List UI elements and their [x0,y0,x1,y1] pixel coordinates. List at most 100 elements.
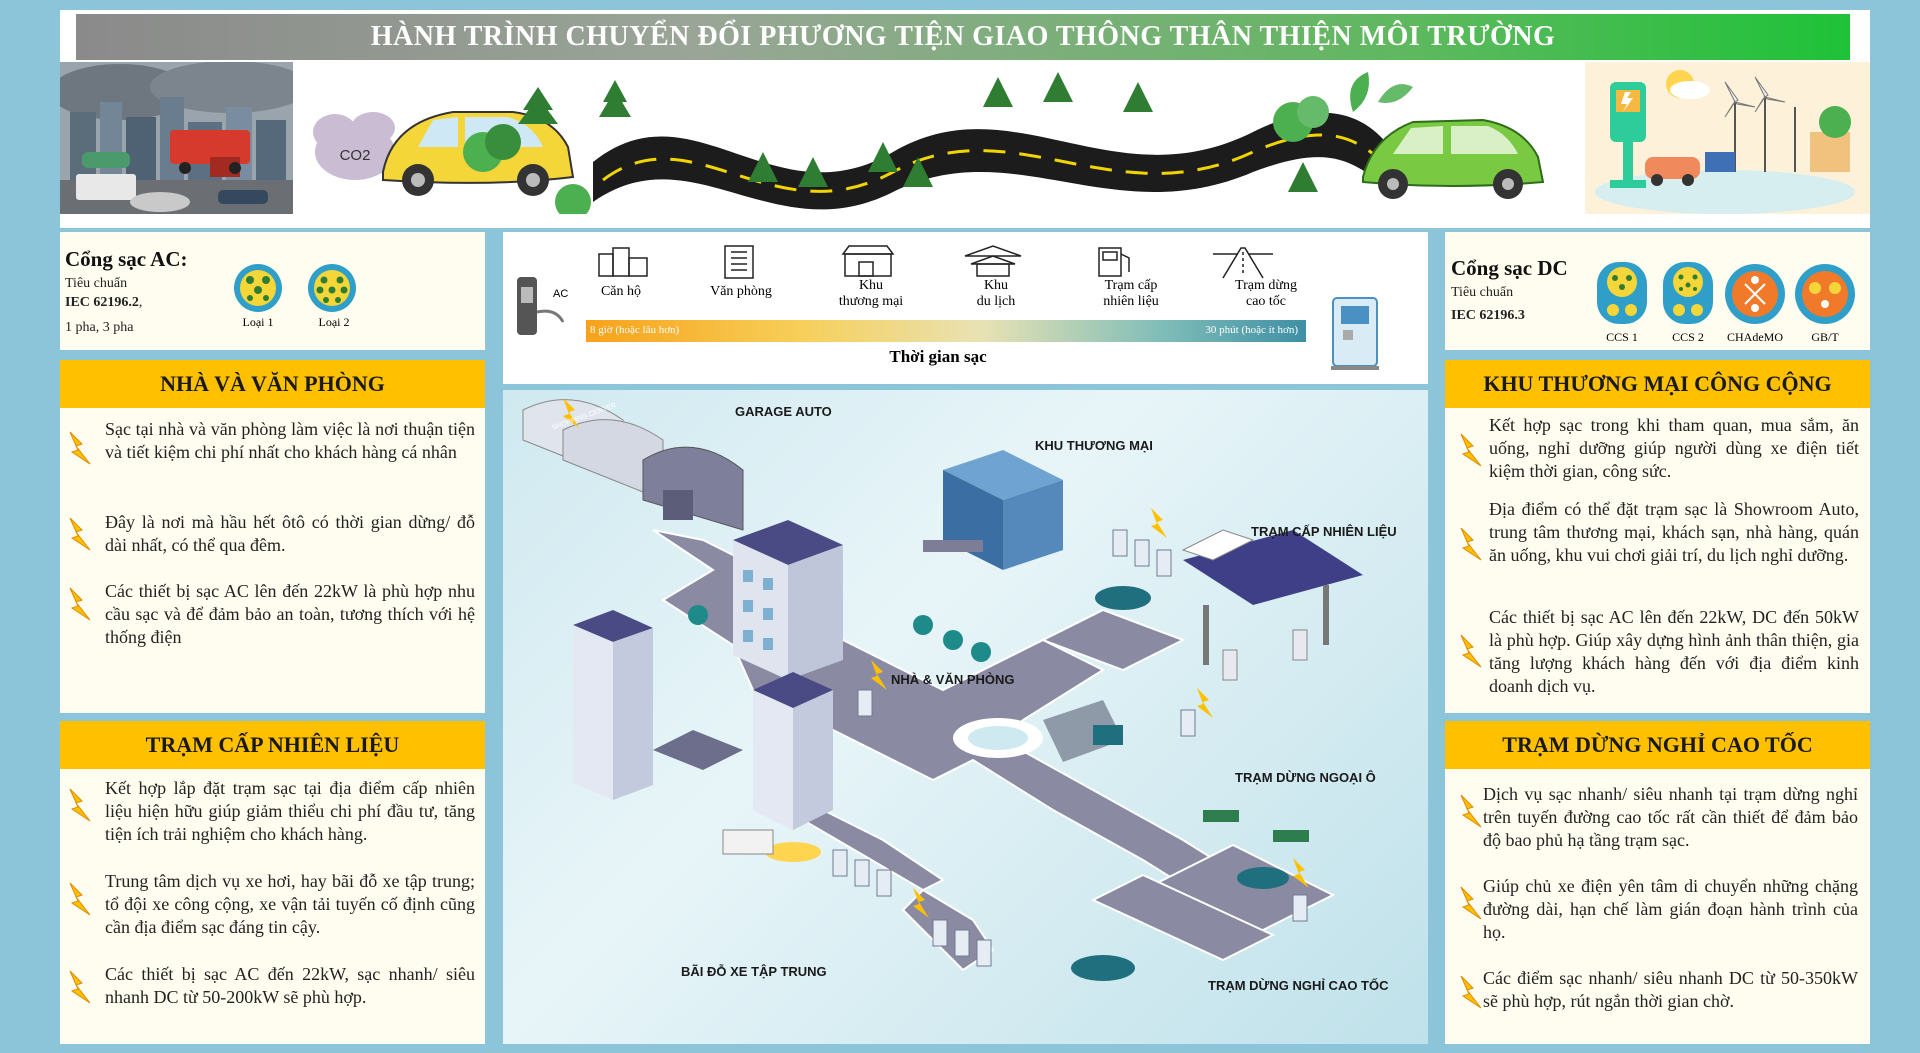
office-tower [733,520,843,680]
bullet-text: Đây là nơi mà hầu hết ôtô có thời gian d… [105,512,475,555]
map-label-outdoor-stop: TRẠM DỪNG NGOẠI Ô [1235,770,1376,785]
location-label-line1: Văn phòng [710,284,772,299]
type2-connector-icon [308,264,356,312]
dc-type-label: CCS 2 [1672,330,1704,344]
bullet-text: Các thiết bị sạc AC đến 22kW, sạc nhanh/… [105,964,475,1007]
ac-connector-icons [234,264,356,312]
lightning-bolt-icon [69,882,91,916]
ccs1-connector-icon [1597,262,1647,324]
page-title: HÀNH TRÌNH CHUYỂN ĐỔI PHƯƠNG TIỆN GIAO T… [76,14,1850,60]
ac-standard-line1: Tiêu chuẩn [65,276,128,291]
ac-type-label: Loại 2 [318,315,350,329]
ac-connector-box: Cổng sạc AC: Tiêu chuẩn IEC 62196.2, 1 p… [60,232,485,350]
dc-type-label: GB/T [1811,330,1839,344]
lightning-bolt-icon [1460,794,1482,828]
dc-standard: IEC 62196.3 [1451,308,1525,323]
apartment-icon [598,247,648,277]
residential-towers [573,610,833,830]
section-heading-fuel-station: TRẠM CẤP NHIÊN LIỆU [60,721,485,769]
section-body-home-office: Sạc tại nhà và văn phòng làm việc là nơi… [60,408,485,713]
lightning-bolt-icon [69,587,91,621]
ac-type-labels: Loại 1 Loại 2 [230,315,380,330]
fuel-station-icon [1098,247,1130,277]
lightning-bolt-icon [1460,527,1482,561]
map-label-commercial: KHU THƯƠNG MẠI [1035,438,1153,453]
dc-connector-box: Cổng sạc DC Tiêu chuẩn IEC 62196.3 CCS 1… [1445,232,1870,350]
location-label-line2: nhiên liệu [1103,294,1159,309]
ac-phase-line: 1 pha, 3 pha [65,320,134,335]
map-label-fuel-station: TRẠM CẤP NHIÊN LIỆU [1251,524,1397,539]
dc-charger-icon [1331,297,1379,370]
location-label-line1: Khu [858,278,884,293]
bullet-text: Sạc tại nhà và văn phòng làm việc là nơi… [105,419,475,462]
bullet-text: Các thiết bị sạc AC lên đến 22kW là phù … [105,581,475,647]
bullet-text: Kết hợp sạc trong khi tham quan, mua sắm… [1489,415,1859,481]
charging-time-axis-title: Thời gian sạc [889,347,987,366]
map-label-home-office: NHÀ & VĂN PHÒNG [891,672,1015,687]
dc-heading: Cổng sạc DC [1451,256,1568,280]
ac-standard-suffix: , [138,295,143,310]
type1-connector-icon [234,264,282,312]
bullet-text: Địa điểm có thể đặt trạm sạc là Showroom… [1489,499,1859,565]
chademo-connector-icon [1725,264,1785,324]
map-label-parking: BÃI ĐỖ XE TẬP TRUNG [681,964,827,979]
lightning-bolt-icon [1460,975,1482,1009]
ac-heading: Cổng sạc AC: [65,247,188,271]
charging-locations-map: SHOPPING CENTER GARAGE AUTO KHU THƯƠNG M… [503,390,1428,1044]
dc-standard-line1: Tiêu chuẩn [1451,285,1514,300]
bullet-text: Kết hợp lắp đặt trạm sạc tại địa điểm cấ… [105,778,475,844]
location-label-line1: Căn hộ [600,284,642,299]
shopping-center-building [923,450,1063,570]
location-label-line1: Trạm dừng [1235,278,1297,293]
section-body-fuel-station: Kết hợp lắp đặt trạm sạc tại địa điểm cấ… [60,769,485,1044]
dc-connector-icons [1597,262,1855,324]
ccs2-connector-icon [1663,262,1713,324]
map-label-highway-stop: TRẠM DỪNG NGHỈ CAO TỐC [1208,978,1389,993]
location-icons [598,245,1273,279]
section-heading-commercial: KHU THƯƠNG MẠI CÔNG CỘNG [1445,360,1870,408]
location-label-line1: Trạm cấp [1104,278,1158,293]
section-body-commercial: Kết hợp sạc trong khi tham quan, mua sắm… [1445,408,1870,713]
ac-label: AC [553,288,569,300]
lightning-bolt-icon [1460,634,1482,668]
highway-icon [1213,247,1273,279]
section-heading-highway: TRẠM DỪNG NGHỈ CAO TỐC [1445,721,1870,769]
lightning-bolt-icon [1460,886,1482,920]
location-label: Căn hộ [581,284,661,300]
garage-auto-building [522,399,744,531]
lightning-bolt-icon [69,431,91,465]
section-heading-home-office: NHÀ VÀ VĂN PHÒNG [60,360,485,408]
section-body-highway: Dịch vụ sạc nhanh/ siêu nhanh tại trạm d… [1445,769,1870,1044]
map-label-garage: GARAGE AUTO [735,404,832,419]
lightning-bolt-icon [69,788,91,822]
pagoda-icon [964,245,1022,277]
ac-standard-line: IEC 62196.2, [65,295,142,311]
fast-charge-label: 30 phút (hoặc ít hơn) [1205,324,1298,336]
fuel-station [1181,529,1363,681]
lightning-bolt-icon [69,517,91,551]
lightning-bolt-icon [69,970,91,1004]
bullet-text: Dịch vụ sạc nhanh/ siêu nhanh tại trạm d… [1483,784,1858,850]
location-label: Văn phòng [696,284,786,300]
office-icon [724,245,754,279]
bullet-text: Trung tâm dịch vụ xe hơi, hay bãi đỗ xe … [105,871,475,937]
charging-time-gradient-bar: 8 giờ (hoặc lâu hơn) 30 phút (hoặc ít hơ… [586,320,1306,342]
polluted-city-illustration [60,62,293,214]
location-label-line1: Khu [983,278,1009,293]
lightning-bolt-icon [1460,433,1482,467]
ac-charger-icon [517,277,565,335]
bullet-text: Các điểm sạc nhanh/ siêu nhanh DC từ 50-… [1483,968,1858,1011]
shop-icon [841,245,895,277]
bullet-text: Giúp chủ xe điện yên tâm di chuyển những… [1483,876,1858,942]
location-label-line2: thương mại [838,294,904,309]
ev-transition-road-illustration: CO2 [313,72,1545,214]
location-label-line2: cao tốc [1245,294,1287,309]
ac-standard: IEC 62196.2 [65,295,139,310]
co2-label: CO2 [340,147,371,164]
dc-type-label: CCS 1 [1606,330,1638,344]
